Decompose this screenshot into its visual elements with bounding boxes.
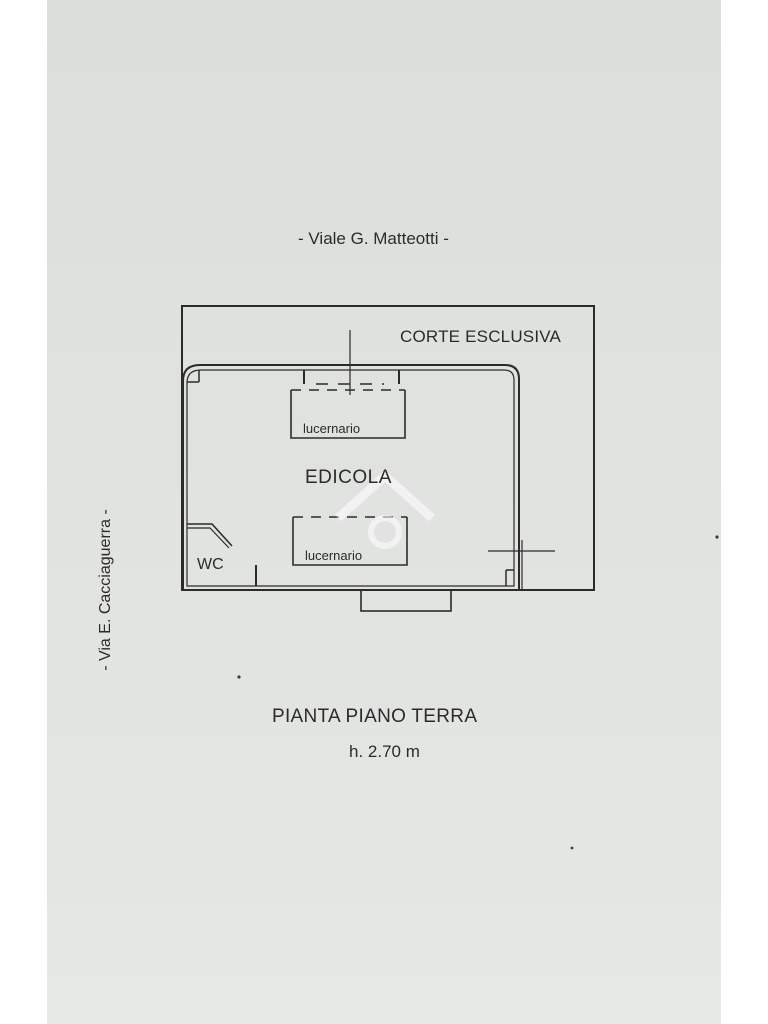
- room-label: EDICOLA: [305, 467, 392, 488]
- building-outer-wall: [182, 364, 520, 591]
- wc-label: WC: [197, 556, 224, 573]
- skylight-1-outline: [290, 390, 406, 439]
- ceiling-height: h. 2.70 m: [349, 742, 420, 761]
- paper-sheet: [47, 0, 721, 1024]
- watermark-logo: [335, 469, 435, 549]
- wc-partition: [187, 523, 233, 547]
- building-inner-wall: [186, 369, 515, 587]
- skylight-1-label: lucernario: [303, 421, 361, 436]
- entrance-step: [360, 589, 452, 612]
- street-label-top: - Viale G. Matteotti -: [298, 229, 449, 248]
- skylight-2-outline: [292, 517, 408, 566]
- street-label-left: - Via E. Cacciaguerra -: [97, 509, 114, 671]
- courtyard-label: CORTE ESCLUSIVA: [400, 327, 562, 346]
- drawing-title: PIANTA PIANO TERRA: [272, 706, 478, 727]
- skylight-2-label: lucernario: [305, 548, 363, 563]
